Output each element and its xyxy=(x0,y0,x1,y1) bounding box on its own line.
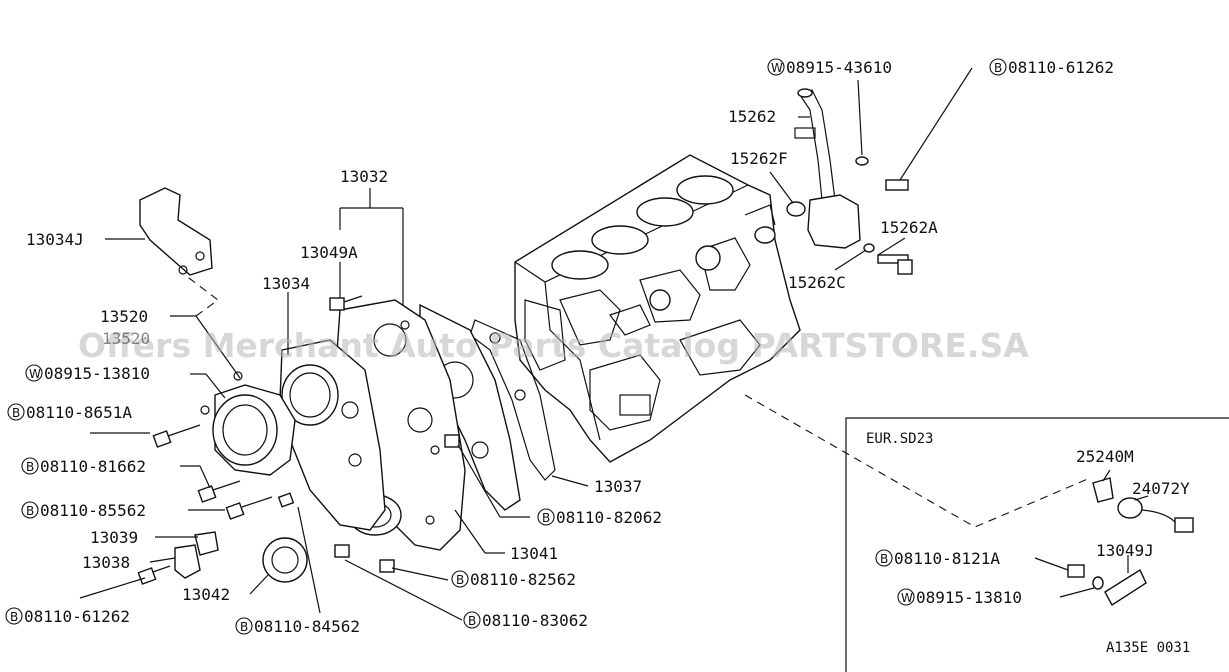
label-13039: 13039 xyxy=(90,528,138,547)
label-b-08110-83062: B 08110-83062 xyxy=(463,611,588,630)
bracket-13034J xyxy=(139,187,213,276)
gasket-13037 xyxy=(469,319,556,481)
label-w-08915-13810-b: W 08915-13810 xyxy=(897,588,1022,607)
bolt-prefix-icon: B xyxy=(456,573,464,587)
label-15262: 15262 xyxy=(728,107,776,126)
label-13520: 13520 xyxy=(100,307,148,326)
svg-text:08915-43610: 08915-43610 xyxy=(786,58,892,77)
seal-13042 xyxy=(262,537,308,583)
leader-lines xyxy=(79,67,1091,621)
svg-text:08110-82562: 08110-82562 xyxy=(470,570,576,589)
svg-text:08915-13810: 08915-13810 xyxy=(916,588,1022,607)
watermark-text: Offers Merchant Auto Parts Catalog PARTS… xyxy=(78,326,1029,365)
svg-text:08110-8121A: 08110-8121A xyxy=(894,549,1000,568)
svg-text:08110-85562: 08110-85562 xyxy=(40,501,146,520)
label-13037: 13037 xyxy=(594,477,642,496)
label-b-08110-61262-b: B 08110-61262 xyxy=(989,58,1114,77)
label-w-08915-13810-a: W 08915-13810 xyxy=(25,364,150,383)
svg-text:08110-81662: 08110-81662 xyxy=(40,457,146,476)
svg-text:08915-13810: 08915-13810 xyxy=(44,364,150,383)
washer-prefix-icon: W xyxy=(29,367,41,381)
cover-13034 xyxy=(279,339,386,531)
label-b-08110-81662: B 08110-81662 xyxy=(21,457,146,476)
label-13034J: 13034J xyxy=(26,230,84,249)
label-15262A: 15262A xyxy=(880,218,938,237)
label-w-08915-43610: W 08915-43610 xyxy=(767,58,892,77)
label-13034: 13034 xyxy=(262,274,310,293)
bolt-prefix-icon: B xyxy=(468,614,476,628)
svg-text:08110-61262: 08110-61262 xyxy=(1008,58,1114,77)
label-15262F: 15262F xyxy=(730,149,788,168)
inset-title: EUR.SD23 xyxy=(866,431,933,447)
label-b-08110-8651A: B 08110-8651A xyxy=(7,403,132,422)
bolt-prefix-icon: B xyxy=(26,460,34,474)
label-13049A: 13049A xyxy=(300,243,358,262)
bolts-left xyxy=(137,295,460,585)
label-13049J: 13049J xyxy=(1096,541,1154,560)
svg-text:08110-8651A: 08110-8651A xyxy=(26,403,132,422)
label-13041: 13041 xyxy=(510,544,558,563)
washer-prefix-icon: W xyxy=(771,61,783,75)
label-13038: 13038 xyxy=(82,553,130,572)
label-13520-faded: 13520 xyxy=(102,329,150,348)
bolt-prefix-icon: B xyxy=(12,406,20,420)
housing-13520 xyxy=(212,384,296,476)
svg-text:08110-84562: 08110-84562 xyxy=(254,617,360,636)
diagram-code: A135E 0031 xyxy=(1106,640,1190,656)
inset-panel xyxy=(845,417,1229,672)
label-b-08110-84562: B 08110-84562 xyxy=(235,617,360,636)
label-13032: 13032 xyxy=(340,167,388,186)
label-b-08110-82562: B 08110-82562 xyxy=(451,570,576,589)
bolt-prefix-icon: B xyxy=(240,620,248,634)
bolt-prefix-icon: B xyxy=(542,511,550,525)
oil-filler-tube-15262 xyxy=(786,88,913,275)
label-25240M: 25240M xyxy=(1076,447,1134,466)
svg-text:08110-82062: 08110-82062 xyxy=(556,508,662,527)
label-24072Y: 24072Y xyxy=(1132,479,1190,498)
label-b-08110-82062: B 08110-82062 xyxy=(537,508,662,527)
bolt-prefix-icon: B xyxy=(26,504,34,518)
bolt-prefix-icon: B xyxy=(880,552,888,566)
label-b-08110-61262-a: B 08110-61262 xyxy=(5,607,130,626)
svg-text:08110-83062: 08110-83062 xyxy=(482,611,588,630)
cylinder-block xyxy=(514,154,801,463)
bolt-prefix-icon: B xyxy=(10,610,18,624)
svg-text:08110-61262: 08110-61262 xyxy=(24,607,130,626)
label-15262C: 15262C xyxy=(788,273,846,292)
washer-prefix-icon: W xyxy=(901,591,913,605)
label-b-08110-85562: B 08110-85562 xyxy=(21,501,146,520)
bolt-prefix-icon: B xyxy=(994,61,1002,75)
label-b-08110-8121A: B 08110-8121A xyxy=(875,549,1000,568)
label-13042: 13042 xyxy=(182,585,230,604)
part-labels: 13032 13034J 13049A 13034 13520 13520 W … xyxy=(5,58,1190,656)
plate-13038 xyxy=(174,531,219,579)
